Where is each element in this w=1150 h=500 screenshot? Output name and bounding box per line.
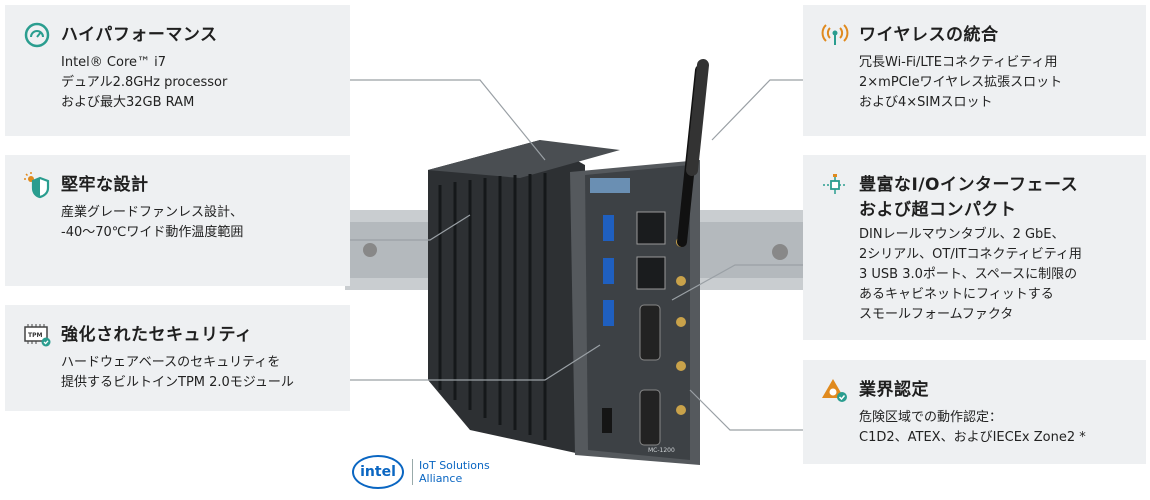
model-label: MC-1200 — [648, 447, 675, 454]
feature-line: デュアル2.8GHz processor — [61, 75, 228, 90]
feature-line: 2シリアル、OT/ITコネクティビティ用 — [859, 247, 1082, 262]
feature-card-certification: 業界認定 危険区域での動作認定： C1D2、ATEX、およびIECEx Zone… — [803, 360, 1146, 464]
feature-line: C1D2、ATEX、およびIECEx Zone2 * — [859, 430, 1086, 445]
feature-line: 産業グレードファンレス設計、 — [61, 205, 244, 220]
feature-line: および最大32GB RAM — [61, 95, 195, 110]
feature-card-rugged: 堅牢な設計 産業グレードファンレス設計、 -40～70℃ワイド動作温度範囲 — [5, 155, 350, 286]
feature-card-security: TPM 強化されたセキュリティ ハードウェアベースのセキュリティを 提供するビル… — [5, 305, 350, 411]
speedometer-icon — [23, 21, 51, 49]
intel-iot-alliance-logo: intel IoT Solutions Alliance — [352, 455, 490, 489]
leader-lines — [350, 79, 803, 431]
feature-line: Intel® Core™ i7 — [61, 55, 167, 70]
feature-card-wireless: ワイヤレスの統合 冗長Wi-Fi/LTEコネクティビティ用 2×mPCIeワイヤ… — [803, 5, 1146, 136]
feature-title: 業界認定 — [859, 380, 929, 400]
feature-line: 3 USB 3.0ポート、スペースに制限の — [859, 267, 1078, 282]
alliance-line2: Alliance — [419, 472, 463, 485]
feature-title: 強化されたセキュリティ — [61, 325, 253, 345]
feature-title: 豊富なI/Oインターフェース — [859, 175, 1079, 195]
feature-line: 提供するビルトインTPM 2.0モジュール — [61, 375, 294, 390]
shield-sun-icon — [23, 171, 51, 199]
heatsink — [428, 140, 620, 455]
tpm-chip-icon: TPM — [23, 321, 51, 349]
feature-title-line2: および超コンパクト — [859, 200, 1017, 220]
front-panel — [570, 160, 700, 465]
feature-line: 2×mPCIeワイヤレス拡張スロット — [859, 75, 1063, 90]
feature-line: あるキャビネットにフィットする — [859, 287, 1054, 302]
feature-line: および4×SIMスロット — [859, 95, 993, 110]
serial-ports — [639, 304, 661, 446]
usb-ports — [603, 215, 614, 326]
lan-ports — [636, 211, 666, 290]
feature-card-performance: ハイパフォーマンス Intel® Core™ i7 デュアル2.8GHz pro… — [5, 5, 350, 136]
feature-line: 冗長Wi-Fi/LTEコネクティビティ用 — [859, 55, 1058, 70]
svg-text:TPM: TPM — [28, 332, 42, 339]
feature-line: 危険区域での動作認定： — [859, 410, 1003, 425]
hazard-warning-icon — [821, 376, 849, 404]
feature-line: -40～70℃ワイド動作温度範囲 — [61, 225, 244, 240]
feature-line: DINレールマウンタブル、2 GbE、 — [859, 227, 1065, 242]
network-ports-icon — [821, 171, 849, 199]
feature-line: ハードウェアベースのセキュリティを — [61, 355, 281, 370]
intel-logo-icon: intel — [352, 455, 404, 489]
feature-title: 堅牢な設計 — [61, 175, 149, 195]
antenna — [677, 59, 709, 247]
feature-line: スモールフォームファクタ — [859, 307, 1014, 322]
feature-title: ワイヤレスの統合 — [859, 25, 999, 45]
feature-title: ハイパフォーマンス — [61, 25, 218, 45]
alliance-line1: IoT Solutions — [419, 459, 490, 472]
hdmi-port — [602, 408, 612, 433]
wireless-antenna-icon — [821, 21, 849, 49]
feature-card-io: 豊富なI/Oインターフェース および超コンパクト DINレールマウンタブル、2 … — [803, 155, 1146, 340]
